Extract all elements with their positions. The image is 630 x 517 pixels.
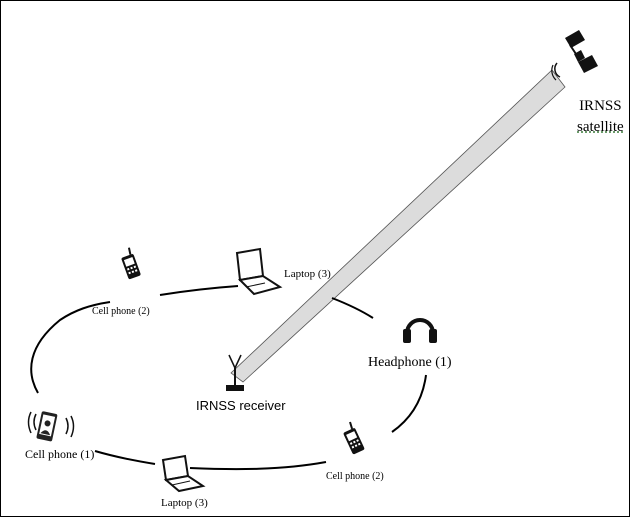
satellite-label: IRNSS satellite <box>577 98 624 135</box>
device-label-cell-phone-1: Cell phone (1) <box>25 447 95 461</box>
connection-ring <box>30 285 427 471</box>
signal-beam <box>230 69 566 383</box>
cell-phone-icon <box>343 421 365 455</box>
satellite-icon <box>551 30 598 81</box>
device-label-laptop-3-top: Laptop (3) <box>284 268 331 280</box>
device-label-cell-phone-2-top: Cell phone (2) <box>92 306 150 317</box>
headphone-icon <box>403 318 437 343</box>
device-label-headphone-1: Headphone (1) <box>368 355 452 370</box>
receiver-label: IRNSS receiver <box>196 398 286 413</box>
antenna-icon <box>226 354 244 391</box>
device-label-cell-phone-2-bottom: Cell phone (2) <box>326 471 384 482</box>
laptop-icon <box>161 454 206 493</box>
device-label-laptop-3-bottom: Laptop (3) <box>161 497 208 509</box>
cell-phone-icon <box>121 247 141 280</box>
cell-phone-vibrating-icon <box>27 411 75 442</box>
laptop-icon <box>235 247 283 296</box>
